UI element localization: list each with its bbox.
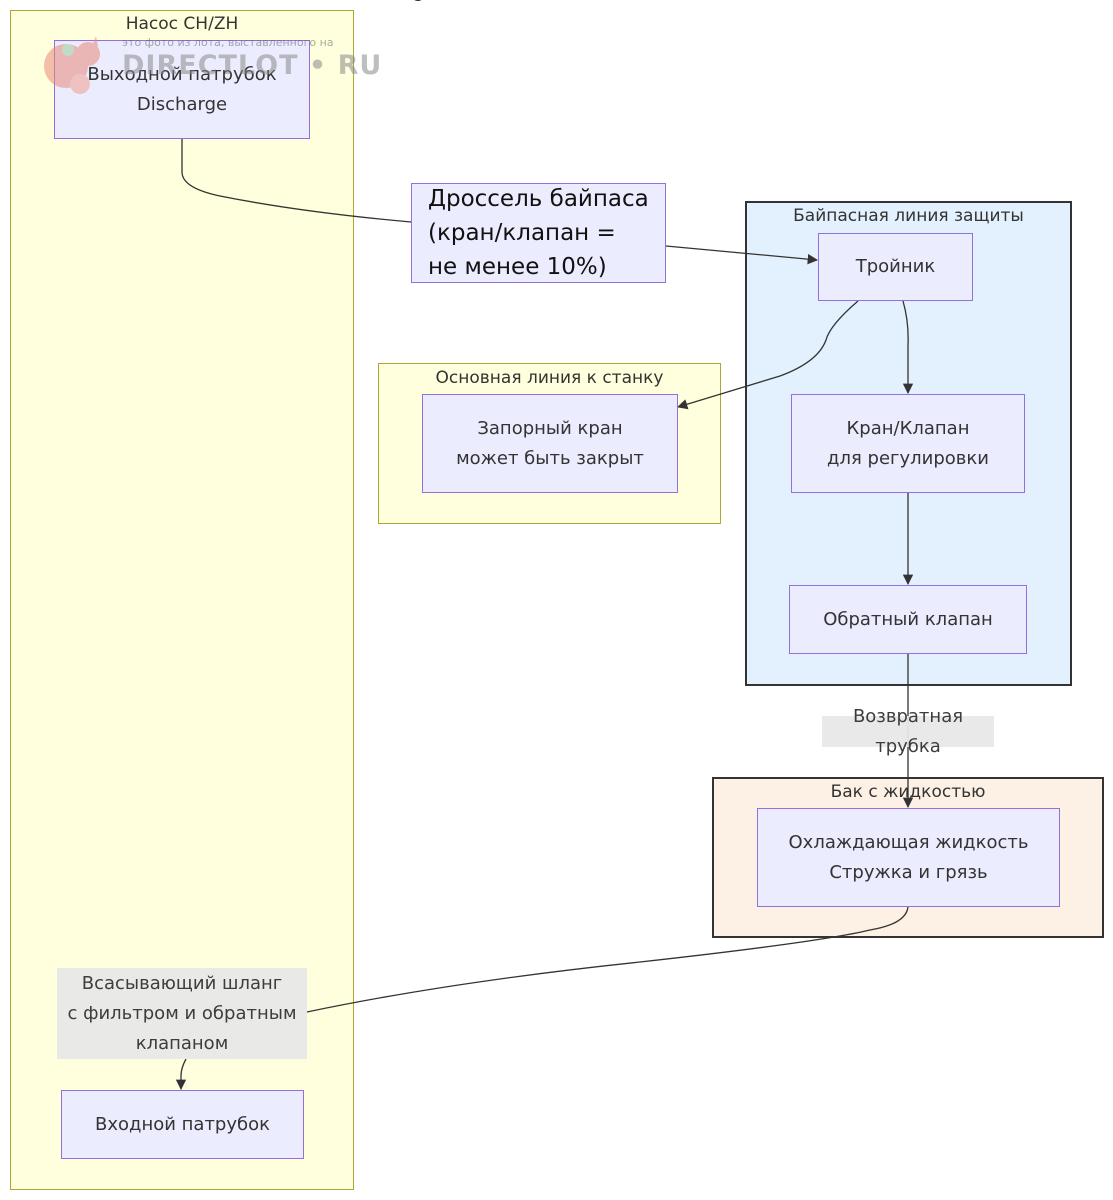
throttle-line2: (кран/клапан = <box>428 220 616 246</box>
discharge-line1: Выходной патрубок <box>87 63 277 85</box>
suction-line2: с фильтром и обратным <box>67 1002 297 1024</box>
cropped-text-fragment: e <box>412 0 422 6</box>
pump-cluster-title: Насос CH/ZH <box>125 14 239 34</box>
tee-label: Тройник <box>855 256 936 277</box>
tee-node: Тройник <box>818 233 973 301</box>
suction-hose-label: Всасывающий шланг с фильтром и обратным … <box>57 968 307 1059</box>
squirrel-logo-icon <box>44 36 100 94</box>
bypass-cluster-title: Байпасная линия защиты <box>793 206 1024 226</box>
coolant-line2: Стружка и грязь <box>829 861 988 883</box>
tank-cluster-title: Бак с жидкостью <box>830 782 986 802</box>
throttle-line1: Дроссель байпаса <box>428 186 649 212</box>
throttle-line3: не менее 10%) <box>428 254 607 280</box>
main-line-cluster-title: Основная линия к станку <box>435 368 664 388</box>
watermark-caption: это фото из лота, выставленного на <box>122 36 334 49</box>
throttle-label: Дроссель байпаса (кран/клапан = не менее… <box>411 183 666 283</box>
regulator-node: Кран/Клапан для регулировки <box>791 394 1025 493</box>
watermark-brand: DIRECTLOT • RU <box>122 50 383 81</box>
suction-line1: Всасывающий шланг <box>81 972 283 994</box>
shutoff-node: Запорный кран может быть закрыт <box>422 394 678 493</box>
coolant-node: Охлаждающая жидкость Стружка и грязь <box>757 808 1060 907</box>
return-pipe-label: Возвратная трубка <box>822 706 994 757</box>
suction-line3: клапаном <box>135 1032 229 1054</box>
return-pipe-text: Возвратная трубка <box>852 705 964 757</box>
regulator-line2: для регулировки <box>827 447 989 469</box>
check-valve-label: Обратный клапан <box>823 608 993 630</box>
shutoff-line1: Запорный кран <box>477 417 623 439</box>
discharge-line2: Discharge <box>136 93 228 115</box>
inlet-node: Входной патрубок <box>61 1090 304 1159</box>
regulator-line1: Кран/Клапан <box>846 417 970 439</box>
check-valve-node: Обратный клапан <box>789 585 1027 654</box>
coolant-line1: Охлаждающая жидкость <box>788 831 1029 853</box>
watermark: это фото из лота, выставленного на DIREC… <box>40 30 381 102</box>
inlet-label: Входной патрубок <box>94 1113 270 1135</box>
shutoff-line2: может быть закрыт <box>456 447 644 469</box>
